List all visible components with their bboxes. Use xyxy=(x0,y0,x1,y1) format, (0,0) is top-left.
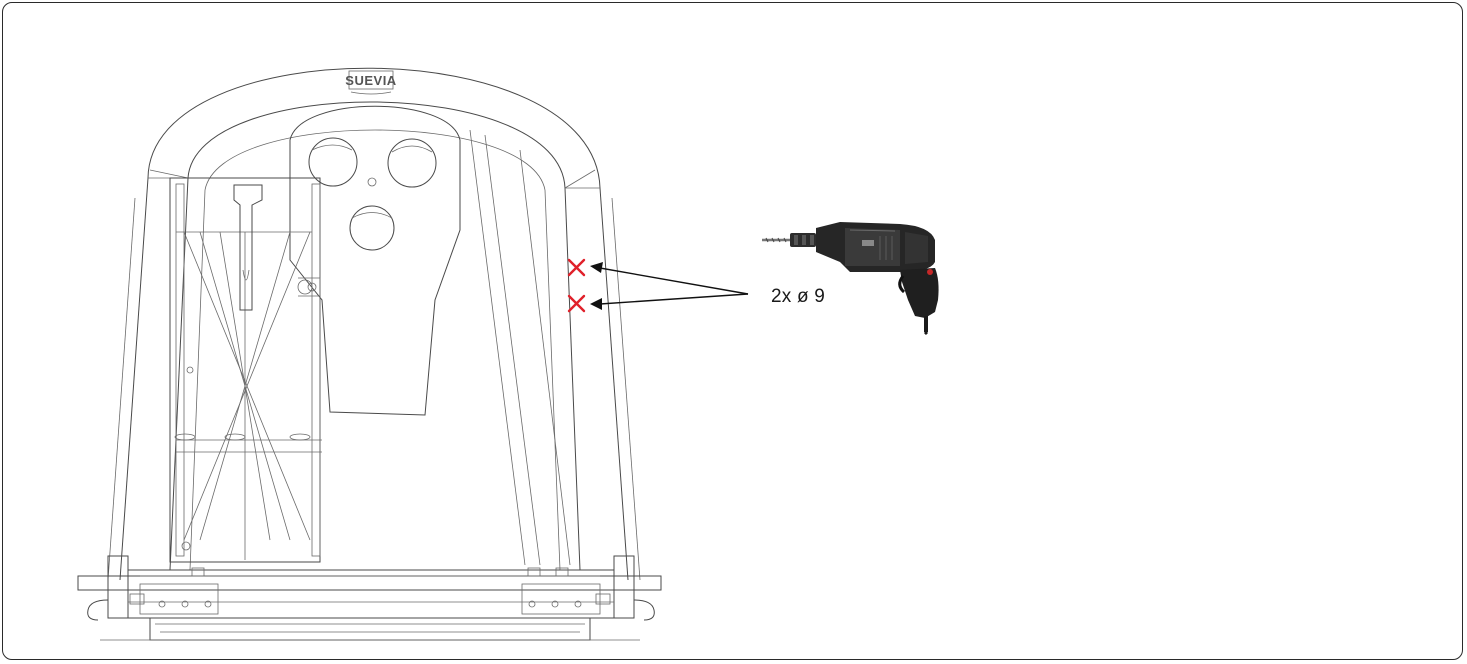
base-skid xyxy=(77,555,662,641)
drill-annotation: 2x ø 9 xyxy=(771,286,825,307)
brand-label: SUEVIA xyxy=(345,73,397,88)
feeder-frame xyxy=(169,177,322,563)
drinker-housing xyxy=(107,67,641,581)
internal-mechanism xyxy=(289,105,461,416)
leader-arrows xyxy=(590,262,749,310)
drill-hole-mark-lower xyxy=(567,294,586,313)
power-drill-icon xyxy=(762,222,939,336)
brand-plate: SUEVIA xyxy=(345,70,397,95)
drill-hole-mark-upper xyxy=(567,258,586,277)
